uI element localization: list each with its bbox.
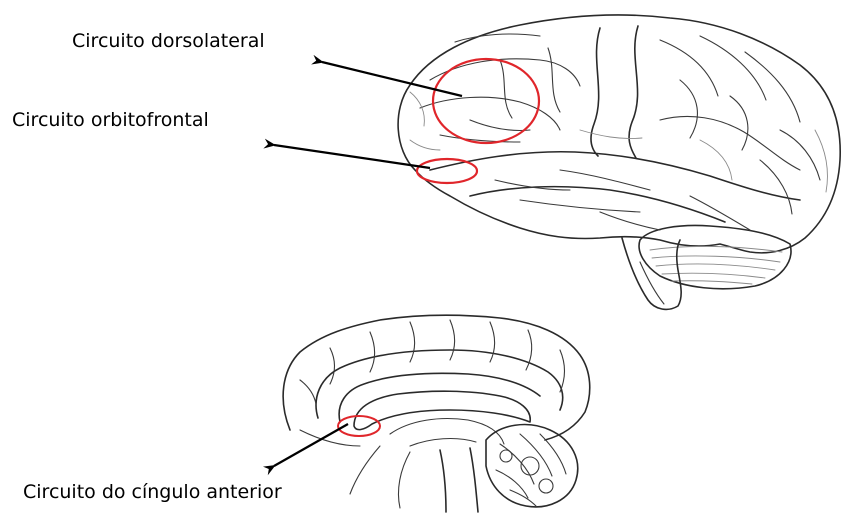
sagittal-brain-outline [283, 315, 590, 440]
orbitofrontal-circuit-label: Circuito orbitofrontal [12, 109, 209, 131]
sagittal-brainstem [440, 450, 446, 512]
cingulate-arrow [274, 424, 348, 466]
orbitofrontal-arrow [274, 145, 430, 168]
orbitofrontal-highlight-circle [417, 159, 477, 183]
dorsolateral-highlight-circle [433, 59, 539, 143]
anterior-cingulate-circuit-label: Circuito do cíngulo anterior [23, 481, 282, 503]
sagittal-brain-view [283, 315, 590, 512]
lateral-brain-outline [398, 15, 840, 253]
dorsolateral-circuit-label: Circuito dorsolateral [72, 30, 265, 52]
